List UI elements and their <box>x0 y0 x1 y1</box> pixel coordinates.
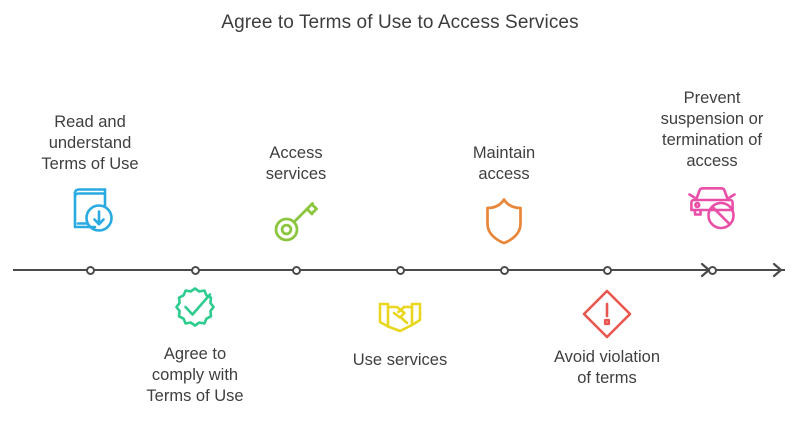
step-4-label: Use services <box>352 351 448 369</box>
step-1-icon-wrap <box>4 181 176 239</box>
step-2-icon-wrap <box>109 282 281 340</box>
gear-check-icon <box>166 282 224 340</box>
book-download-icon <box>61 181 119 239</box>
step-5-icon-wrap <box>418 191 590 249</box>
timeline-step-1[interactable]: Read and understand Terms of Use <box>4 112 176 239</box>
timeline-step-3[interactable]: Access services <box>210 143 382 249</box>
step-6-label: Avoid violation of terms <box>553 348 661 387</box>
step-5-label: Maintain access <box>472 144 536 183</box>
timeline-step-5[interactable]: Maintain access <box>418 143 590 249</box>
timeline-node-5[interactable] <box>499 265 509 275</box>
timeline-step-4[interactable]: Use services <box>314 288 486 371</box>
step-4-icon-wrap <box>314 288 486 346</box>
step-3-icon-wrap <box>210 191 382 249</box>
warning-diamond-icon <box>578 285 636 343</box>
step-3-label: Access services <box>265 144 327 183</box>
step-1-label: Read and understand Terms of Use <box>41 113 139 173</box>
car-prohibited-icon <box>683 178 741 236</box>
step-7-icon-wrap <box>626 178 798 236</box>
step-6-icon-wrap <box>521 285 693 343</box>
timeline-node-4[interactable] <box>395 265 405 275</box>
timeline-node-6[interactable] <box>602 265 612 275</box>
key-icon <box>267 191 325 249</box>
shield-icon <box>475 191 533 249</box>
timeline-step-7[interactable]: Prevent suspension or termination of acc… <box>626 88 798 236</box>
timeline-node-3[interactable] <box>291 265 301 275</box>
page-title: Agree to Terms of Use to Access Services <box>221 12 579 33</box>
timeline-end-arrow-icon <box>770 261 788 279</box>
handshake-icon <box>371 288 429 346</box>
timeline-node-7[interactable] <box>707 265 717 275</box>
timeline-node-2[interactable] <box>190 265 200 275</box>
timeline-step-2[interactable]: Agree to comply with Terms of Use <box>109 282 281 407</box>
step-2-label: Agree to comply with Terms of Use <box>146 345 244 405</box>
timeline-step-6[interactable]: Avoid violation of terms <box>521 285 693 389</box>
timeline-node-1[interactable] <box>85 265 95 275</box>
step-7-label: Prevent suspension or termination of acc… <box>660 89 764 170</box>
